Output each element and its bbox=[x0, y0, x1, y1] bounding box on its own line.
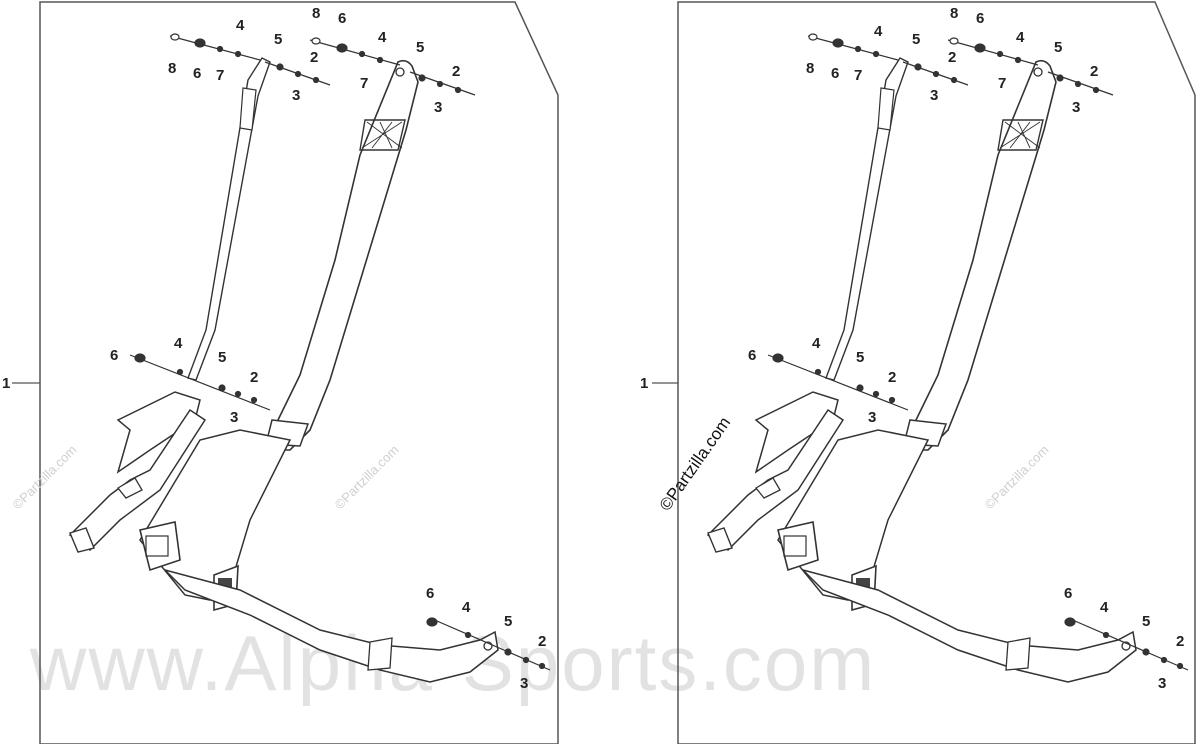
label-8b: 8 bbox=[312, 5, 320, 22]
label-4b: 4 bbox=[378, 29, 387, 46]
label-6c: 6 bbox=[110, 347, 118, 364]
partzilla-watermark-2: ©Partzilla.com bbox=[332, 442, 402, 512]
label-4c: 4 bbox=[174, 335, 183, 352]
label-6d: 6 bbox=[1064, 585, 1072, 602]
label-2c: 2 bbox=[250, 369, 258, 386]
label-6c: 6 bbox=[748, 347, 756, 364]
label-2d: 2 bbox=[538, 633, 546, 650]
label-3b: 3 bbox=[1072, 99, 1080, 116]
label-6d: 6 bbox=[426, 585, 434, 602]
label-3: 3 bbox=[292, 87, 300, 104]
assembly-callout-left: 1 bbox=[2, 375, 10, 392]
label-3: 3 bbox=[930, 87, 938, 104]
label-6: 6 bbox=[831, 65, 839, 82]
label-6b: 6 bbox=[976, 10, 984, 27]
label-2: 2 bbox=[948, 49, 956, 66]
label-6b: 6 bbox=[338, 10, 346, 27]
label-4d: 4 bbox=[462, 599, 471, 616]
label-3d: 3 bbox=[520, 675, 528, 692]
label-5b: 5 bbox=[1054, 39, 1062, 56]
label-5b: 5 bbox=[416, 39, 424, 56]
label-3d: 3 bbox=[1158, 675, 1166, 692]
label-5: 5 bbox=[274, 31, 282, 48]
label-8: 8 bbox=[168, 60, 176, 77]
label-2c: 2 bbox=[888, 369, 896, 386]
right-part-labels: 8 6 7 4 5 2 3 8 6 4 7 5 2 3 6 4 5 2 3 6 … bbox=[748, 5, 1184, 692]
label-2d: 2 bbox=[1176, 633, 1184, 650]
label-3c: 3 bbox=[230, 409, 238, 426]
label-4: 4 bbox=[236, 17, 245, 34]
label-8b: 8 bbox=[950, 5, 958, 22]
label-7: 7 bbox=[854, 67, 862, 84]
label-2b: 2 bbox=[452, 63, 460, 80]
label-3c: 3 bbox=[868, 409, 876, 426]
partzilla-watermark-3: ©Partzilla.com bbox=[982, 442, 1052, 512]
label-5: 5 bbox=[912, 31, 920, 48]
label-5d: 5 bbox=[504, 613, 512, 630]
label-4d: 4 bbox=[1100, 599, 1109, 616]
label-8: 8 bbox=[806, 60, 814, 77]
label-2b: 2 bbox=[1090, 63, 1098, 80]
label-5d: 5 bbox=[1142, 613, 1150, 630]
label-3b: 3 bbox=[434, 99, 442, 116]
label-2: 2 bbox=[310, 49, 318, 66]
label-7b: 7 bbox=[998, 75, 1006, 92]
label-7b: 7 bbox=[360, 75, 368, 92]
label-6: 6 bbox=[193, 65, 201, 82]
partzilla-brand-mark: ©Partzilla.com bbox=[656, 413, 735, 514]
left-part-labels: 8 6 7 4 5 2 3 8 6 4 7 5 2 3 6 4 5 2 3 6 … bbox=[110, 5, 546, 692]
label-4: 4 bbox=[874, 23, 883, 40]
label-5c: 5 bbox=[856, 349, 864, 366]
assembly-callout-right: 1 bbox=[640, 375, 648, 392]
label-7: 7 bbox=[216, 67, 224, 84]
label-5c: 5 bbox=[218, 349, 226, 366]
label-4b: 4 bbox=[1016, 29, 1025, 46]
label-4c: 4 bbox=[812, 335, 821, 352]
partzilla-watermark-1: ©Partzilla.com bbox=[10, 442, 80, 512]
